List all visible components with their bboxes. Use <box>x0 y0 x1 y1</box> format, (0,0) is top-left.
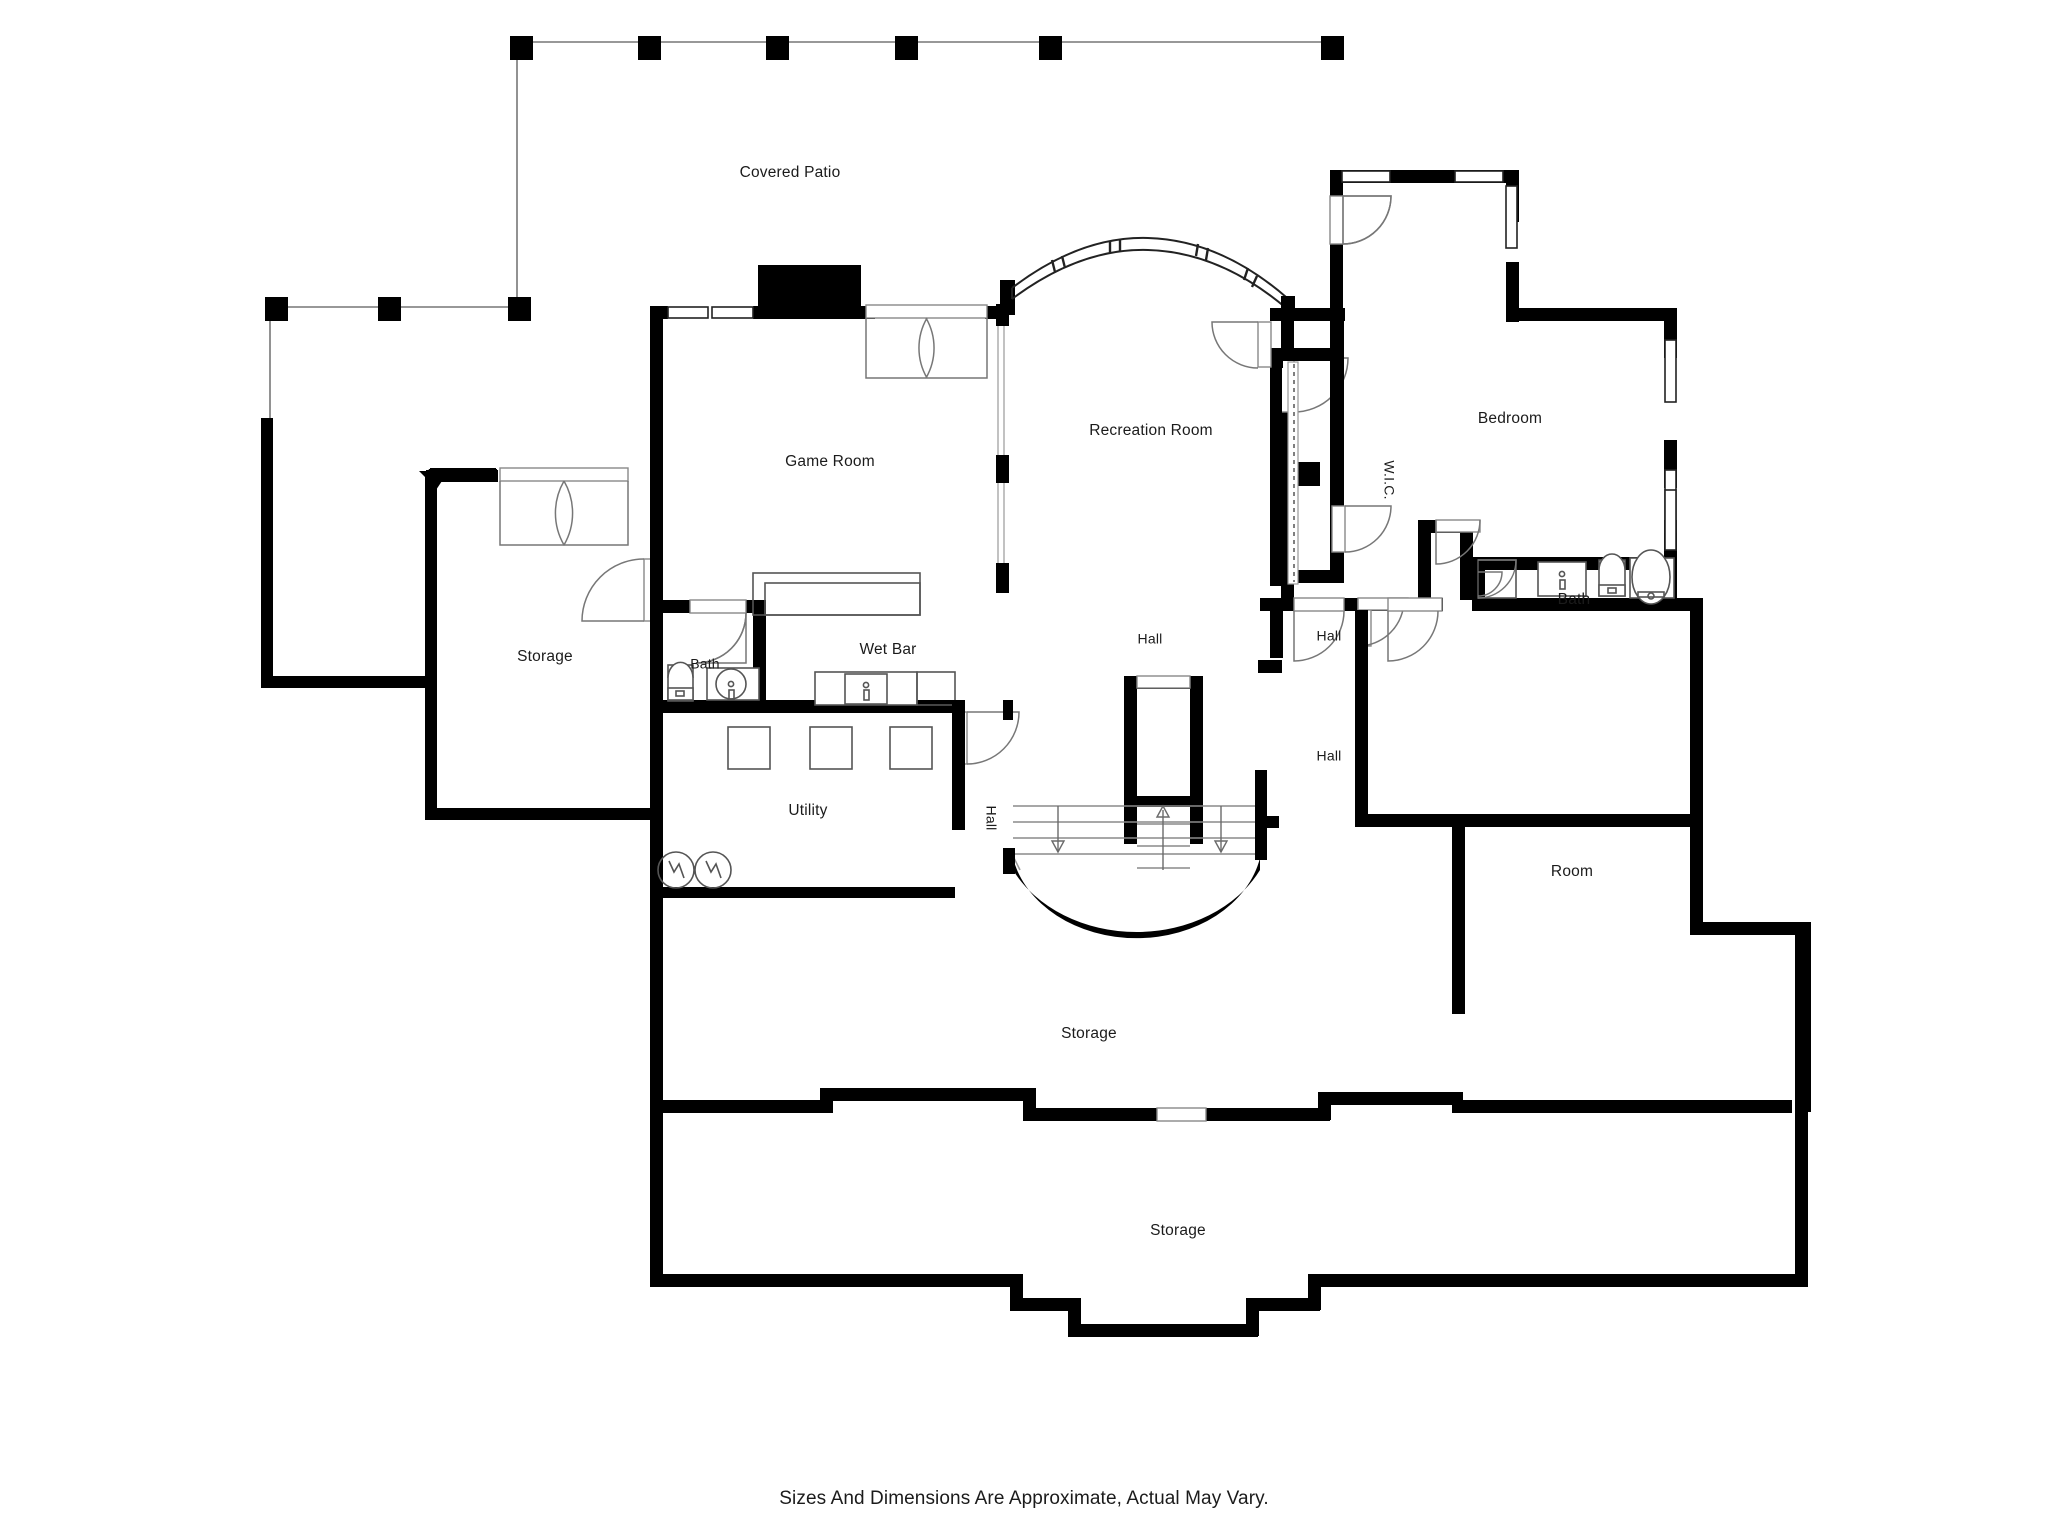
center-storage-walls <box>650 700 1463 1122</box>
utility-walls <box>650 600 965 898</box>
storage-bottom-walls <box>650 925 1808 1337</box>
door-storage-left-single <box>581 558 658 622</box>
game-room-walls <box>650 265 1009 602</box>
label-wic: W.I.C. <box>1381 460 1397 499</box>
wet-bar-fixtures <box>752 572 956 706</box>
hall-lower-walls <box>1258 598 1465 1014</box>
partition-game-recreation <box>996 304 1009 593</box>
water-heater-icons <box>657 851 732 889</box>
bedroom-top-windows <box>1341 170 1504 183</box>
door-bedroom-entry <box>1329 195 1392 245</box>
bedroom-right-windows <box>1505 185 1677 533</box>
label-storage-left: Storage <box>517 648 573 665</box>
bath-small-fixtures <box>667 661 760 702</box>
storage-left-chamfer <box>425 468 497 490</box>
hall-vertical-walls <box>952 700 1013 828</box>
label-bath-master: Bath <box>1558 591 1591 608</box>
label-hall-stair: Hall <box>1138 631 1163 647</box>
game-room-windows <box>667 306 754 319</box>
label-storage-center: Storage <box>1061 1025 1117 1042</box>
patio-columns <box>265 36 1344 321</box>
label-hall-lower-right: Hall <box>1317 748 1342 764</box>
recreation-room-arch-windows <box>1000 236 1295 315</box>
label-hall-vertical: Hall <box>983 806 999 831</box>
label-game-room: Game Room <box>785 453 875 470</box>
room-right-walls <box>1452 814 1811 1113</box>
label-bedroom: Bedroom <box>1478 410 1542 427</box>
door-bath-small <box>689 599 747 664</box>
door-hall-left-closet <box>1293 597 1345 662</box>
door-bath-closet-top <box>1435 519 1481 565</box>
utility-units <box>727 726 933 770</box>
door-storage-left-double <box>499 467 629 546</box>
covered-patio-outline <box>269 41 1332 430</box>
label-wet-bar: Wet Bar <box>859 641 916 658</box>
label-hall-upper-right: Hall <box>1317 628 1342 644</box>
bedroom-walls <box>1330 170 1677 580</box>
label-covered-patio: Covered Patio <box>740 164 841 181</box>
label-recreation-room: Recreation Room <box>1089 422 1213 439</box>
room-labels: Covered Patio Game Room Recreation Room … <box>517 164 1593 1239</box>
door-game-room-double <box>865 304 988 379</box>
label-bath-small: Bath <box>690 656 720 672</box>
door-wic <box>1331 505 1392 553</box>
stairwell <box>1003 675 1279 939</box>
bath-master-fixtures <box>1477 549 1675 605</box>
door-wic-outer <box>1211 321 1272 369</box>
disclaimer-caption: Sizes And Dimensions Are Approximate, Ac… <box>779 1488 1269 1509</box>
label-storage-bottom: Storage <box>1150 1222 1206 1239</box>
door-hall-right <box>1387 597 1443 662</box>
label-room-right: Room <box>1551 863 1593 880</box>
bath-master-window <box>1664 489 1677 551</box>
label-utility: Utility <box>788 802 827 819</box>
